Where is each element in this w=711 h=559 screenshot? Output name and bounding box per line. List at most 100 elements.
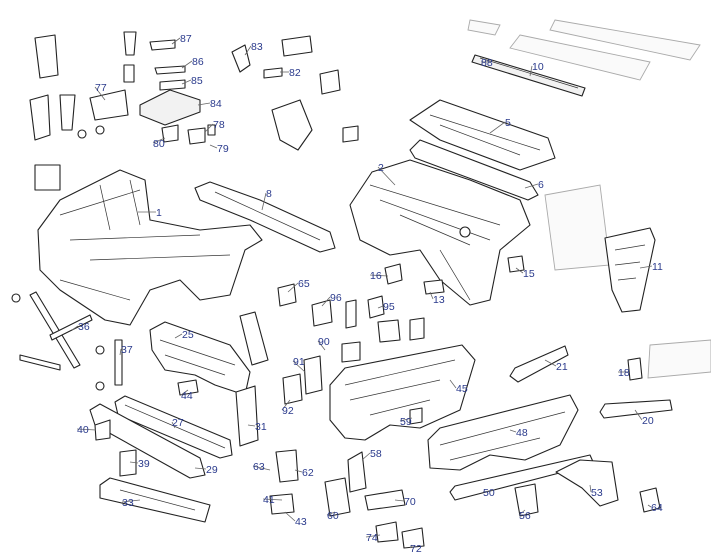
leader-line-79 [209,144,218,149]
leader-line-44 [180,389,189,396]
part-label-39: 39 [138,458,150,470]
part-label-87: 87 [180,33,192,45]
leader-line-20 [634,409,643,421]
small-parts-84-87 [123,31,216,145]
part-44-bracket [177,379,199,396]
part-label-20: 20 [642,415,654,427]
leader-line-10 [529,65,533,77]
leader-line-45 [449,379,457,389]
part-label-15: 15 [523,268,535,280]
part-label-21: 21 [556,361,568,373]
part-label-6: 6 [538,179,544,191]
part-label-41: 41 [263,494,275,506]
part-label-82: 82 [289,67,301,79]
leader-line-11 [639,265,653,269]
leader-line-96 [321,296,331,307]
leader-line-21 [544,359,557,367]
small-parts-36-40 [11,291,137,477]
part-label-58: 58 [370,448,382,460]
part-label-91: 91 [293,356,305,368]
part-2-firewall-assembly [349,159,531,306]
part-label-31: 31 [255,421,267,433]
part-label-45: 45 [456,383,468,395]
leader-line-56 [518,509,526,516]
leader-line-50 [482,489,496,493]
leader-line-72 [409,544,413,549]
leader-line-64 [647,504,652,508]
part-label-62: 62 [302,467,314,479]
leader-line-25 [174,333,183,339]
part-label-92: 92 [282,405,294,417]
part-label-63: 63 [253,461,265,473]
part-label-40: 40 [77,424,89,436]
leader-line-65 [287,282,299,293]
part-label-43: 43 [295,516,307,528]
part-56-bracket [514,483,539,517]
small-parts-58-74 [269,407,425,549]
part-label-48: 48 [516,427,528,439]
part-label-53: 53 [591,487,603,499]
part-50-rail [449,454,595,501]
part-6-crossmember [409,139,539,201]
part-label-64: 64 [651,502,663,514]
leader-line-90 [317,340,326,351]
leader-line-74 [365,534,381,538]
callout-labels: 1256810111315161820212527293133363739404… [77,33,663,555]
part-1-front-frame [37,169,263,326]
leader-line-5 [489,121,506,134]
part-31-bracket [235,385,259,447]
leader-line-58 [361,452,371,461]
leader-line-91 [292,360,306,373]
part-label-79: 79 [217,143,229,155]
part-5-cowl-panel [409,99,556,171]
leader-line-16 [369,274,389,277]
part-15-bushing [507,255,525,273]
leader-line-92 [281,399,291,411]
leader-line-80 [152,137,166,144]
leader-line-86 [181,60,193,69]
part-48-fender-inner-right [427,394,579,471]
leader-line-59 [399,417,413,422]
part-label-90: 90 [318,336,330,348]
leader-line-36 [71,325,79,331]
leader-line-63 [252,465,271,471]
leader-line-29 [194,467,207,470]
leader-line-43 [284,511,296,522]
part-21-rail [509,345,569,383]
part-label-27: 27 [172,417,184,429]
leader-line-83 [244,45,252,56]
part-45-fender-inner [329,344,476,441]
part-53-panel [555,459,619,507]
leader-line-6 [524,183,539,189]
part-label-18: 18 [618,367,630,379]
leader-line-15 [515,267,524,274]
part-label-37: 37 [121,344,133,356]
leader-line-39 [129,461,139,464]
part-18-bracket [627,357,643,381]
part-label-44: 44 [181,390,193,402]
part-label-83: 83 [251,41,263,53]
part-label-16: 16 [370,270,382,282]
part-label-11: 11 [652,261,663,273]
leader-line-13 [429,291,434,300]
part-label-86: 86 [192,56,204,68]
leader-line-87 [171,37,181,45]
leader-line-95 [377,305,384,309]
part-label-85: 85 [191,75,203,87]
leader-line-48 [509,429,517,433]
small-parts-13-16 [384,263,445,295]
part-label-8: 8 [266,188,272,200]
part-label-25: 25 [182,329,194,341]
part-label-56: 56 [519,510,531,522]
small-parts-82-83 [231,35,359,151]
leader-line-37 [119,348,122,356]
part-label-80: 80 [153,138,165,150]
leader-line-85 [181,79,192,85]
leader-line-62 [294,469,303,473]
part-label-10: 10 [532,61,544,73]
leader-line-77 [94,86,106,101]
part-label-74: 74 [366,532,378,544]
small-parts-top-left [29,34,129,191]
